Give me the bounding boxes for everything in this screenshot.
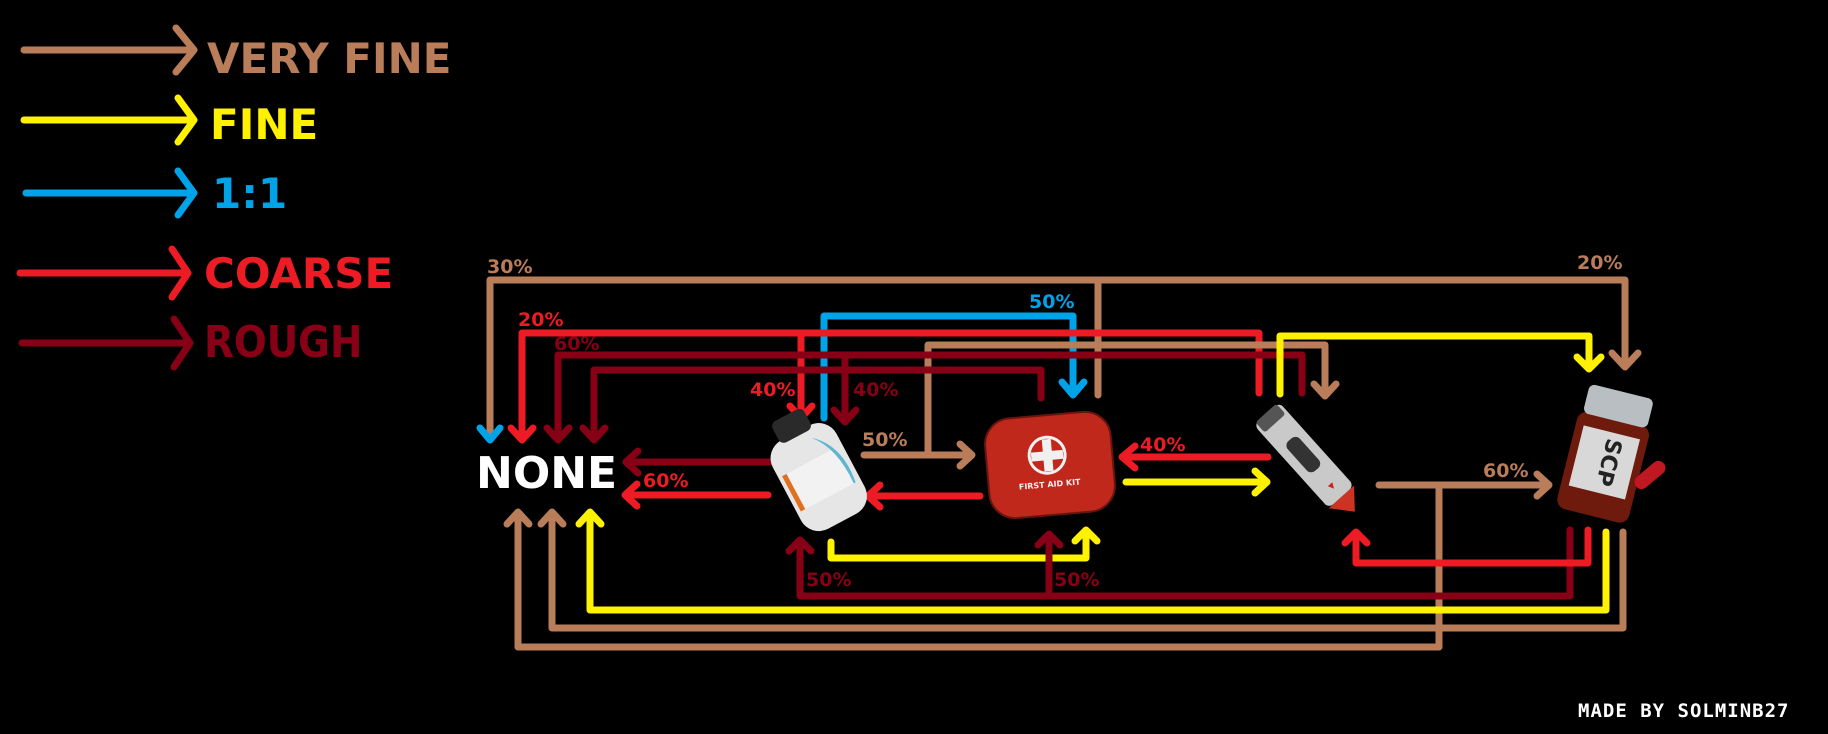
arrow-icon <box>16 245 192 301</box>
edge-pill-none-fine <box>586 512 1610 614</box>
arrowhead-icon <box>1118 442 1139 472</box>
legend-label: ROUGH <box>204 317 363 368</box>
percent-label: 50% <box>1054 569 1100 591</box>
edge-bottle-kit-fine <box>827 530 1090 562</box>
percent-label: 20% <box>1577 252 1623 274</box>
edge-injector-none-coarse <box>518 329 1263 440</box>
legend-item-coarse: COARSE <box>0 243 480 303</box>
arrowhead-icon <box>956 440 976 470</box>
edge-kit-none-veryfine <box>486 276 1102 440</box>
legend-label: FINE <box>210 100 319 149</box>
arrowhead-icon <box>785 536 815 555</box>
legend-label: COARSE <box>204 249 394 298</box>
arrow-icon <box>20 94 198 146</box>
percent-label: 40% <box>750 379 796 401</box>
edge-injector-none-rough <box>554 351 1306 440</box>
arrowhead-icon <box>543 424 573 444</box>
edge-pill-injector-coarse <box>1352 526 1592 567</box>
arrowhead-icon <box>503 508 533 528</box>
injector-icon <box>1256 404 1355 512</box>
edge-kit-pill-veryfine <box>1094 276 1629 366</box>
credit-text: MADE BY SOLMINB27 <box>1578 700 1790 722</box>
pill-capsule-icon <box>1634 460 1666 490</box>
arrowhead-icon <box>1034 530 1064 549</box>
percent-label: 60% <box>554 333 600 355</box>
legend-label: 1:1 <box>212 169 288 218</box>
percent-label: 50% <box>862 429 908 451</box>
arrow-icon <box>18 315 194 371</box>
percent-label: 30% <box>487 256 533 278</box>
percent-label: 50% <box>806 569 852 591</box>
medicine-bottle-icon <box>770 408 867 532</box>
edge-kit-none-rough <box>590 366 1045 440</box>
arrowhead-icon <box>476 424 504 444</box>
legend-label: VERY FINE <box>207 34 452 83</box>
arrow-icon <box>22 167 198 219</box>
arrowhead-icon <box>1251 467 1271 497</box>
legend-item-very-fine: VERY FINE <box>0 20 480 83</box>
first-aid-kit-icon: FIRST AID KIT <box>984 410 1116 520</box>
arrowhead-icon <box>1341 528 1371 547</box>
legend-item-rough: ROUGH <box>0 313 480 373</box>
arrowhead-icon <box>1533 470 1553 500</box>
arrowhead-icon <box>621 480 641 510</box>
arrowhead-icon <box>579 424 609 444</box>
pill-bottle-icon: SCP <box>1557 384 1653 523</box>
arrowhead-icon <box>1058 378 1088 399</box>
percent-label: 60% <box>1483 460 1529 482</box>
percent-label: 40% <box>1140 434 1186 456</box>
arrowhead-icon <box>537 508 567 528</box>
legend-item-one-to-one: 1:1 <box>0 163 480 223</box>
percent-label: 40% <box>853 379 899 401</box>
arrowhead-icon <box>1608 349 1642 371</box>
edge-injector-none-veryfine <box>514 481 1443 651</box>
edge-bottle-injector-veryfine <box>924 341 1329 456</box>
arrowhead-icon <box>622 447 642 477</box>
arrowhead-icon <box>507 424 537 444</box>
none-node-label: NONE <box>476 448 618 499</box>
arrowhead-icon <box>575 508 605 528</box>
percent-label: 60% <box>643 470 689 492</box>
arrowhead-icon <box>864 481 884 511</box>
arrowhead-icon <box>1310 380 1340 400</box>
arrowhead-icon <box>1071 526 1101 545</box>
edge-injector-pill-fine <box>1276 332 1593 398</box>
arrow-icon <box>20 24 198 76</box>
arrowhead-icon <box>830 406 860 426</box>
legend-item-fine: FINE <box>0 90 480 150</box>
percent-label: 50% <box>1029 291 1075 313</box>
arrowhead-icon <box>1573 353 1605 373</box>
percent-label: 20% <box>518 309 564 331</box>
edge-pill-none-veryfine <box>548 512 1627 632</box>
